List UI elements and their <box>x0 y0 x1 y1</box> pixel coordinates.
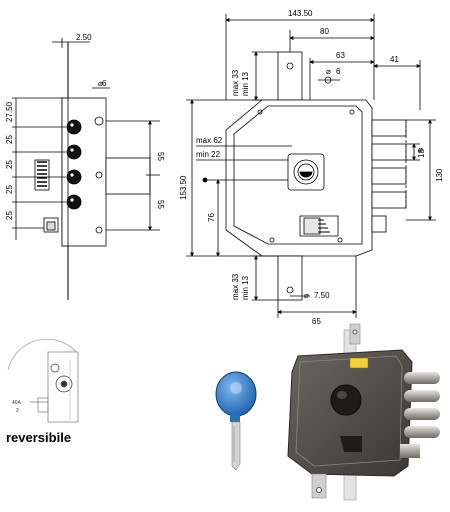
lock-photo-cylinder <box>330 384 362 416</box>
lock-photo-bolts <box>400 372 440 458</box>
front-dim-min13-bottom: min 13 <box>241 275 250 300</box>
side-faceplate-edge <box>61 97 69 247</box>
scheme-label-2: 2 <box>16 408 19 414</box>
side-dim-25-d: 25 <box>5 211 14 220</box>
lock-photo <box>287 323 440 501</box>
side-dim-25-c: 25 <box>5 185 14 194</box>
brand-plate <box>349 357 369 369</box>
front-dim-18: 18 <box>417 149 426 158</box>
key-photo <box>215 371 257 471</box>
front-bolt-3 <box>371 167 407 185</box>
front-dim-76: 76 <box>207 213 216 222</box>
side-bolt-1 <box>66 119 82 135</box>
side-dim-55-top: 55 <box>156 152 165 161</box>
side-latch <box>34 159 50 191</box>
side-screw-hole-bottom <box>95 226 103 234</box>
side-lock-body <box>105 157 151 195</box>
scheme-label-40a: 40A <box>12 400 22 406</box>
front-top-bracket <box>277 51 303 101</box>
front-latch-bolt <box>371 215 387 233</box>
front-bolt-diameter-icon: ⌀ <box>418 145 423 154</box>
front-dim-65: 65 <box>312 317 321 326</box>
side-dim-25-b: 25 <box>5 160 14 169</box>
front-bottom-bracket <box>277 255 303 301</box>
side-dim-top: 2.50 <box>76 33 92 42</box>
side-bolts <box>66 119 82 210</box>
front-dim-130: 130 <box>435 168 444 182</box>
front-dim-41: 41 <box>390 55 399 64</box>
side-screw-hole-top <box>94 116 104 126</box>
reversible-scheme <box>7 338 79 423</box>
side-dim-27-50: 27.50 <box>5 101 14 122</box>
front-dim-7-50: 7.50 <box>314 291 330 300</box>
front-dim-max33-top: max 33 <box>231 69 240 96</box>
front-lock-body-inner <box>233 105 363 245</box>
side-screw-hole-mid <box>95 171 103 179</box>
front-dim-max62: max 62 <box>196 136 223 145</box>
side-bottom-block-inner <box>46 221 56 231</box>
reversible-label: reversibile <box>6 430 72 445</box>
side-bolt-2 <box>66 144 82 160</box>
diameter-icon: ⌀ <box>98 79 103 88</box>
front-dim-63: 63 <box>336 51 345 60</box>
key-blade <box>231 421 241 471</box>
front-dim-min13-top: min 13 <box>241 71 250 96</box>
front-dim-max33-bottom: max 33 <box>231 273 240 300</box>
front-view <box>186 14 436 318</box>
front-pin-diameter-icon: ⌀ <box>304 291 309 300</box>
front-bolt-1 <box>371 119 407 137</box>
side-bolt-3 <box>66 169 82 185</box>
side-dim-25-a: 25 <box>5 135 14 144</box>
side-view <box>12 38 160 300</box>
side-dim-hole: 6 <box>102 79 107 88</box>
front-bolt-4 <box>371 191 407 209</box>
front-dim-hole-6: 6 <box>336 67 341 76</box>
side-dim-55-bottom: 55 <box>156 200 165 209</box>
side-bolt-4 <box>66 194 82 210</box>
front-bolt-2 <box>371 143 407 161</box>
front-dim-min22: min 22 <box>196 150 221 159</box>
front-dim-80: 80 <box>320 27 329 36</box>
front-bolts <box>371 119 407 233</box>
lock-photo-latch <box>340 436 362 452</box>
front-dim-153-50: 153.50 <box>179 175 188 200</box>
front-dim-143-50: 143.50 <box>288 9 313 18</box>
front-hole-diameter-icon: ⌀ <box>326 67 331 76</box>
